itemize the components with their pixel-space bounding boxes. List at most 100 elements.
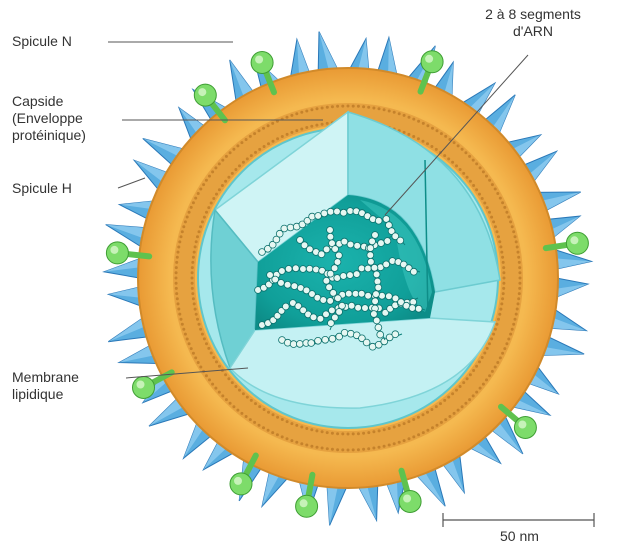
membrane-lipid-dot [234, 385, 237, 388]
membrane-lipid-dot [488, 342, 491, 345]
membrane-lipid-dot [305, 444, 308, 447]
membrane-lipid-dot [321, 123, 324, 126]
rna-bead [284, 281, 291, 288]
rna-bead [308, 340, 315, 347]
membrane-lipid-dot [436, 129, 439, 132]
membrane-lipid-dot [331, 432, 334, 435]
membrane-lipid-dot [518, 266, 521, 269]
membrane-lipid-dot [451, 161, 454, 164]
membrane-lipid-dot [388, 427, 391, 430]
rna-bead [317, 315, 324, 322]
membrane-lipid-dot [422, 122, 425, 125]
membrane-lipid-dot [258, 405, 261, 408]
membrane-lipid-dot [218, 391, 221, 394]
membrane-lipid-dot [383, 108, 386, 111]
membrane-lipid-dot [191, 277, 194, 280]
membrane-lipid-dot [500, 302, 503, 305]
membrane-lipid-dot [475, 188, 478, 191]
membrane-lipid-dot [232, 148, 235, 151]
membrane-lipid-dot [505, 342, 508, 345]
membrane-lipid-dot [492, 333, 495, 336]
rna-bead [345, 290, 352, 297]
membrane-lipid-dot [286, 420, 289, 423]
rna-bead [327, 270, 334, 277]
membrane-lipid-dot [453, 412, 456, 415]
membrane-lipid-dot [472, 159, 475, 162]
membrane-lipid-dot [435, 405, 438, 408]
membrane-lipid-dot [227, 377, 230, 380]
membrane-lipid-dot [347, 433, 350, 436]
membrane-lipid-dot [514, 318, 517, 321]
rna-bead [321, 210, 328, 217]
membrane-lipid-dot [321, 430, 324, 433]
rna-bead [410, 268, 417, 275]
membrane-lipid-dot [254, 402, 257, 405]
label-membrane-line2: lipidique [12, 386, 79, 403]
membrane-lipid-dot [509, 220, 512, 223]
membrane-lipid-dot [194, 356, 197, 359]
membrane-lipid-dot [231, 381, 234, 384]
membrane-lipid-dot [507, 338, 510, 341]
membrane-lipid-dot [511, 328, 514, 331]
membrane-lipid-dot [326, 447, 329, 450]
membrane-lipid-dot [240, 141, 243, 144]
membrane-lipid-dot [517, 256, 520, 259]
membrane-lipid-dot [443, 399, 446, 402]
membrane-lipid-dot [205, 342, 208, 345]
membrane-lipid-dot [262, 127, 265, 130]
membrane-lipid-dot [245, 415, 248, 418]
membrane-lipid-dot [472, 369, 475, 372]
membrane-lipid-dot [464, 402, 467, 405]
rna-bead [334, 208, 341, 215]
membrane-lipid-dot [215, 360, 218, 363]
membrane-lipid-dot [178, 313, 181, 316]
label-spicule-n: Spicule N [12, 33, 72, 50]
membrane-lipid-dot [447, 396, 450, 399]
membrane-lipid-dot [271, 431, 274, 434]
membrane-lipid-dot [175, 261, 178, 264]
membrane-lipid-dot [352, 432, 355, 435]
rna-bead [373, 317, 380, 324]
membrane-lipid-dot [236, 144, 239, 147]
membrane-lipid-dot [501, 297, 504, 300]
membrane-lipid-dot [492, 220, 495, 223]
membrane-lipid-dot [372, 430, 375, 433]
membrane-lipid-dot [518, 282, 521, 285]
membrane-lipid-dot [267, 142, 270, 145]
membrane-lipid-dot [388, 444, 391, 447]
membrane-lipid-dot [347, 105, 350, 108]
membrane-lipid-dot [218, 188, 221, 191]
rna-bead [354, 242, 361, 249]
rna-bead [377, 331, 384, 338]
rna-bead [296, 341, 303, 348]
membrane-lipid-dot [457, 144, 460, 147]
membrane-lipid-dot [512, 230, 515, 233]
membrane-lipid-dot [276, 433, 279, 436]
membrane-lipid-dot [499, 245, 502, 248]
membrane-lipid-dot [221, 184, 224, 187]
membrane-lipid-dot [499, 356, 502, 359]
rna-bead [322, 336, 329, 343]
rna-bead [371, 264, 378, 271]
membrane-lipid-dot [503, 206, 506, 209]
membrane-lipid-dot [175, 287, 178, 290]
membrane-lipid-dot [300, 442, 303, 445]
membrane-lipid-dot [224, 373, 227, 376]
membrane-lipid-dot [378, 107, 381, 110]
rna-bead [285, 266, 292, 273]
membrane-lipid-dot [514, 235, 517, 238]
membrane-lipid-dot [393, 442, 396, 445]
rna-bead [363, 339, 370, 346]
label-rna-segments-line2: d'ARN [468, 23, 598, 40]
membrane-lipid-dot [281, 418, 284, 421]
membrane-lipid-dot [180, 318, 183, 321]
membrane-lipid-dot [205, 374, 208, 377]
membrane-lipid-dot [194, 197, 197, 200]
membrane-lipid-dot [191, 282, 194, 285]
membrane-lipid-dot [208, 175, 211, 178]
membrane-lipid-dot [229, 151, 232, 154]
rna-bead [373, 271, 380, 278]
membrane-lipid-dot [192, 297, 195, 300]
membrane-lipid-dot [249, 135, 252, 138]
spike-n-highlight [300, 499, 308, 507]
